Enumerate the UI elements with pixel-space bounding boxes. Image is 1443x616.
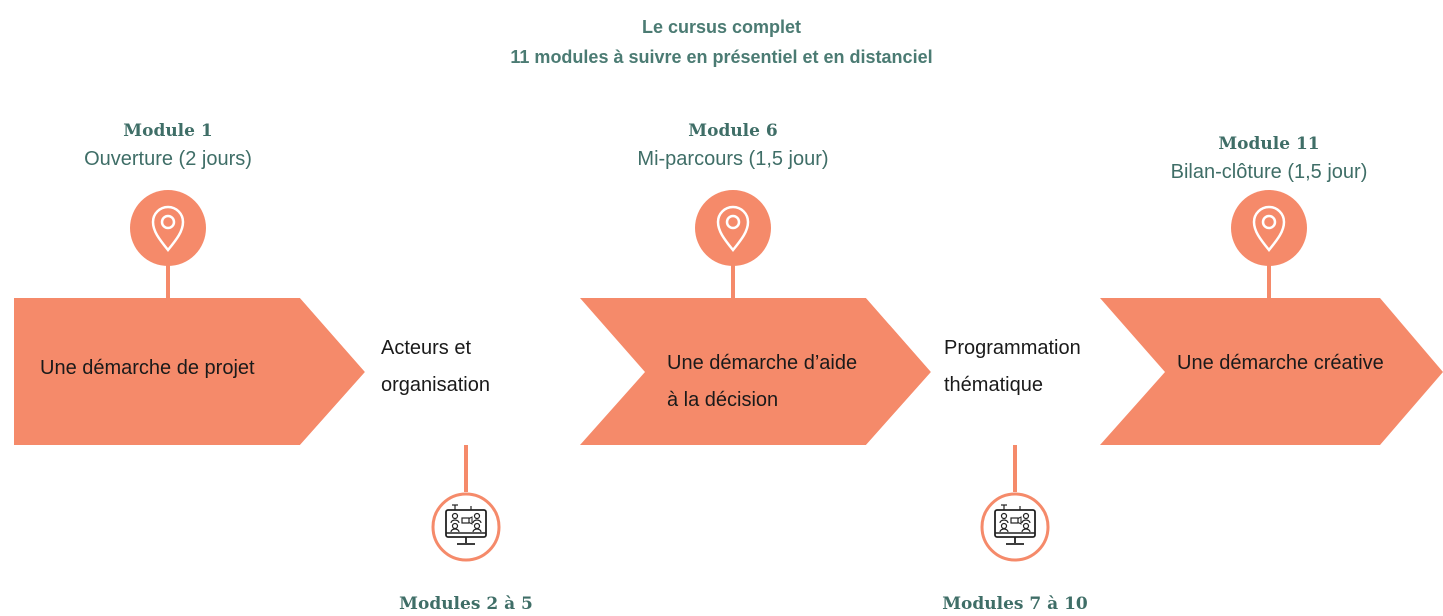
step-2-line1: Acteurs et bbox=[381, 337, 472, 359]
location-pin-icon bbox=[130, 190, 206, 266]
step-shape-5 bbox=[1100, 298, 1443, 445]
step-5-label: Une démarche créative bbox=[1177, 345, 1384, 382]
step-shape-1 bbox=[14, 298, 365, 445]
step-3-line2: à la décision bbox=[667, 389, 779, 411]
modules-7-10-title: Modules 7 à 10 bbox=[942, 594, 1088, 614]
step-1-line1: Une démarche de projet bbox=[40, 357, 255, 379]
module-1-subtitle: Ouverture (2 jours) bbox=[84, 148, 252, 170]
location-pin-icon bbox=[695, 190, 771, 266]
diagram-title-line2: 11 modules à suivre en présentiel et en … bbox=[510, 47, 933, 67]
step-4-label: Programmation thématique bbox=[944, 330, 1081, 404]
step-2-line2: organisation bbox=[381, 374, 490, 396]
step-2-label: Acteurs et organisation bbox=[381, 330, 490, 404]
video-conference-icon bbox=[980, 492, 1050, 562]
step-shape-2 bbox=[300, 298, 645, 445]
module-1-title: Module 1 bbox=[123, 121, 213, 141]
step-4-line1: Programmation bbox=[944, 337, 1081, 359]
step-shape-3 bbox=[580, 298, 931, 445]
module-11-title: Module 11 bbox=[1218, 134, 1320, 154]
module-6-subtitle: Mi-parcours (1,5 jour) bbox=[637, 148, 829, 170]
module-6-title: Module 6 bbox=[688, 121, 778, 141]
location-pin-icon bbox=[1231, 190, 1307, 266]
module-11-subtitle: Bilan-clôture (1,5 jour) bbox=[1170, 161, 1368, 183]
step-1-label: Une démarche de projet bbox=[40, 350, 255, 387]
step-5-line1: Une démarche créative bbox=[1177, 352, 1384, 374]
video-conference-icon bbox=[431, 492, 501, 562]
step-3-label: Une démarche d’aide à la décision bbox=[667, 345, 857, 419]
modules-2-5-title: Modules 2 à 5 bbox=[399, 594, 533, 614]
step-3-line1: Une démarche d’aide bbox=[667, 352, 858, 374]
step-4-line2: thématique bbox=[944, 374, 1043, 396]
arrow-band bbox=[14, 298, 1443, 445]
diagram-title-line1: Le cursus complet bbox=[641, 17, 802, 37]
step-shape-4 bbox=[866, 298, 1165, 445]
